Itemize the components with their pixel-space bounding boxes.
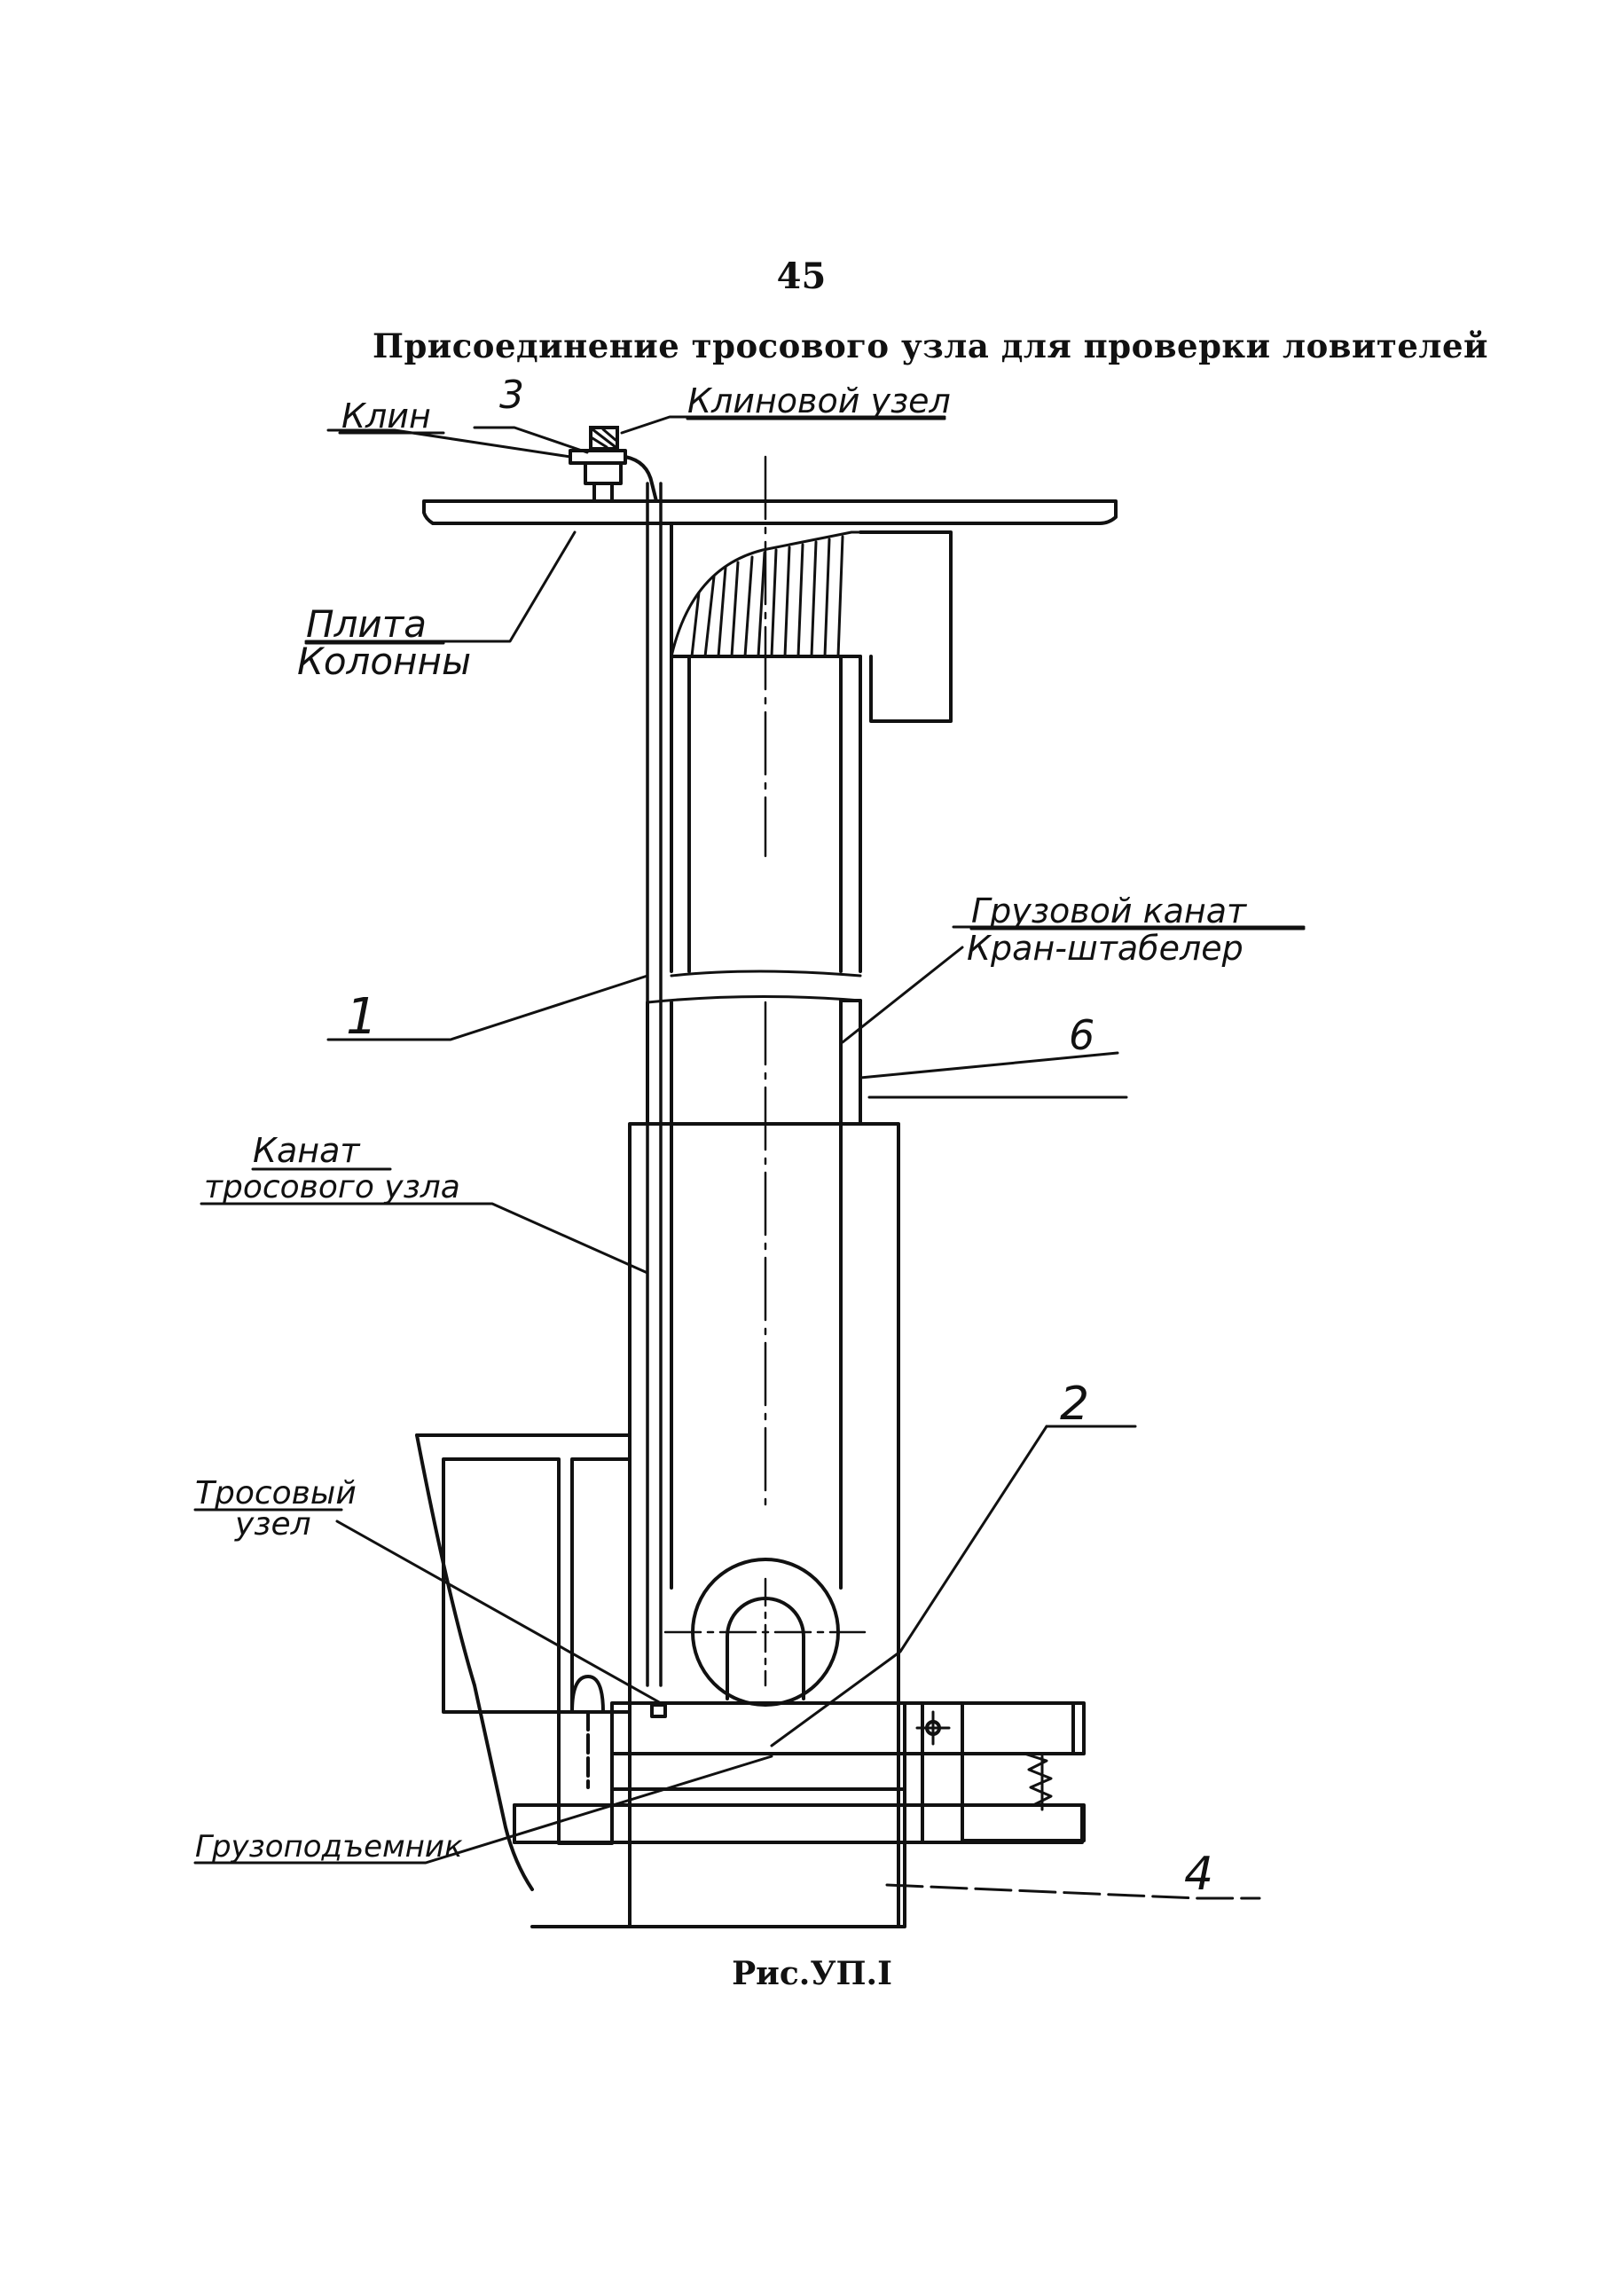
label-trosovy: Тросовый: [195, 1475, 357, 1512]
leader-lines: [193, 415, 1306, 1900]
cable-node-rope: [646, 482, 663, 1687]
label-uzel: узел: [234, 1506, 311, 1543]
labels: Клин 3 Клиновой узел Плита Колонны Грузо…: [195, 373, 1248, 1901]
label-num3: 3: [499, 373, 524, 418]
label-num6: 6: [1069, 1011, 1094, 1059]
figure-caption: Рис.УП.I: [732, 1955, 892, 1992]
page-number: 45: [776, 255, 827, 297]
label-num4: 4: [1184, 1848, 1213, 1901]
label-num1: 1: [346, 988, 378, 1046]
mast-upper: [670, 522, 953, 978]
label-gruzopodemnik: Грузоподъемник: [195, 1829, 463, 1865]
label-gruzovoy-kanat: Грузовой канат: [971, 891, 1248, 930]
label-kanat: Канат: [253, 1131, 361, 1170]
hatched-section: [670, 530, 862, 658]
label-klin: Клин: [341, 397, 431, 436]
page-title: Присоединение тросового узла для проверк…: [373, 326, 1488, 365]
label-plita: Плита: [306, 602, 427, 646]
label-underlines: [193, 417, 1306, 1512]
label-kran-shtabeler: Кран-штабелер: [967, 929, 1243, 968]
label-trosovogo-uzla: тросового узла: [204, 1169, 460, 1205]
column-plate: [422, 499, 1118, 525]
label-kolonny: Колонны: [297, 640, 471, 683]
label-klinovoy-uzel: Клиновой узел: [687, 381, 951, 420]
mast-middle: [646, 994, 862, 1124]
label-num2: 2: [1060, 1378, 1089, 1431]
lift-assembly: [415, 1433, 1086, 1928]
wedge-node: [569, 426, 658, 503]
